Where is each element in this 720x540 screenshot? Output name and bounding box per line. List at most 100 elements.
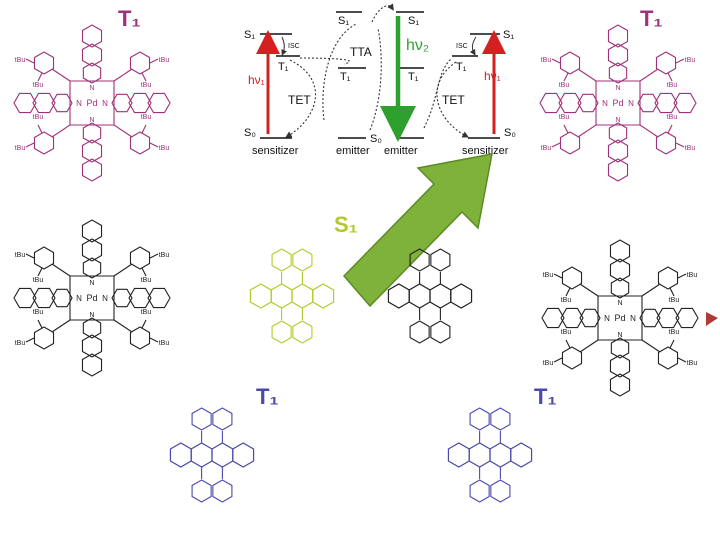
tetracene-ring xyxy=(312,283,335,309)
tbu-bond xyxy=(563,72,569,82)
meso-bond xyxy=(579,339,599,353)
tbu-label: tBu xyxy=(33,277,44,284)
benzo-ring xyxy=(673,92,697,114)
phenyl-ring xyxy=(271,320,292,344)
aryl-ring xyxy=(129,326,151,350)
rubrene-triplet-right-title: T₁ xyxy=(534,384,557,409)
quinoxaline-ring xyxy=(560,307,584,329)
right-isc-arrow xyxy=(469,36,477,56)
energy-diagram xyxy=(260,11,500,139)
tetracene-ring xyxy=(387,283,410,309)
tbu-label: tBu xyxy=(15,145,26,152)
pyrrole-ring xyxy=(637,93,659,113)
meso-bond xyxy=(113,263,133,277)
rubrene-triplet-left xyxy=(169,407,255,503)
tbu-label: tBu xyxy=(159,340,170,347)
tbu-label: tBu xyxy=(33,82,44,89)
phenyl-ring xyxy=(430,248,451,272)
meso-bond xyxy=(639,68,659,82)
right-tta-curve xyxy=(423,57,453,129)
meso-bond xyxy=(113,68,133,82)
tbu-bond xyxy=(667,124,673,134)
meso-bond xyxy=(51,68,71,82)
nitrogen-label: N xyxy=(89,280,94,287)
tetracene-ring xyxy=(447,442,470,468)
rubrene-singlet xyxy=(249,248,335,344)
meso-bond xyxy=(51,263,71,277)
tbu-label: tBu xyxy=(141,114,152,121)
quinoxaline-ring xyxy=(81,43,103,67)
phenyl-ring xyxy=(490,479,511,503)
pyrrole-ring xyxy=(579,308,601,328)
tbu-label: tBu xyxy=(561,297,572,304)
quinoxaline-ring xyxy=(609,354,631,378)
left-sensitizer-s1-label: S₁ xyxy=(244,29,255,41)
benzo-ring xyxy=(147,92,171,114)
tbu-bond xyxy=(37,72,43,82)
aryl-ring xyxy=(129,246,151,270)
phenyl-ring xyxy=(469,407,490,431)
phenyl-ring xyxy=(292,248,313,272)
pyrrole-ring xyxy=(51,288,73,308)
tetracene-ring xyxy=(468,442,491,468)
left-emitter-t1-label: T₁ xyxy=(340,71,351,83)
tbu-label: tBu xyxy=(541,145,552,152)
quinoxaline-ring xyxy=(81,139,103,163)
side-marker xyxy=(706,312,718,326)
pyrrole-ring xyxy=(608,122,628,144)
aryl-ring xyxy=(561,266,583,290)
tbu-bond xyxy=(149,337,159,343)
left-isc-label: ISC xyxy=(288,43,300,50)
benzo-ring xyxy=(609,373,631,397)
tbu-bond xyxy=(675,142,685,148)
tta-label: TTA xyxy=(350,45,372,59)
pyrrole-ring xyxy=(577,93,599,113)
phenyl-ring xyxy=(409,320,430,344)
tet-left-curve xyxy=(285,59,317,138)
benzo-ring xyxy=(607,24,629,48)
tbu-label: tBu xyxy=(559,82,570,89)
aryl-ring xyxy=(657,266,679,290)
aryl-ring xyxy=(657,346,679,370)
tbu-bond xyxy=(149,58,159,64)
tetracene-ring xyxy=(489,442,512,468)
benzo-ring xyxy=(13,92,37,114)
tbu-bond xyxy=(677,357,687,363)
right-emitter-s1-label: S₁ xyxy=(408,15,419,27)
benzo-ring xyxy=(675,307,699,329)
nitrogen-label: N xyxy=(628,99,634,108)
nitrogen-label: N xyxy=(89,117,94,124)
tbu-label: tBu xyxy=(159,145,170,152)
quinoxaline-ring xyxy=(32,287,56,309)
pyrrole-ring xyxy=(111,93,133,113)
right-sensitizer-name: sensitizer xyxy=(462,145,509,157)
tbu-label: tBu xyxy=(669,297,680,304)
pyrrole-ring xyxy=(82,122,102,144)
tbu-bond xyxy=(25,142,35,148)
tbu-label: tBu xyxy=(159,252,170,259)
tet-left-label: TET xyxy=(288,93,311,107)
nitrogen-label: N xyxy=(602,99,608,108)
meso-bond xyxy=(579,283,599,297)
tetracene-ring xyxy=(429,283,452,309)
meso-bond xyxy=(577,68,597,82)
phenyl-ring xyxy=(409,248,430,272)
meso-bond xyxy=(641,339,661,353)
phenyl-ring xyxy=(271,248,292,272)
quinoxaline-ring xyxy=(558,92,582,114)
tbu-label: tBu xyxy=(33,309,44,316)
right-emitter-t1-label: T₁ xyxy=(408,71,419,83)
left-sensitizer-t1-label: T₁ xyxy=(278,61,289,73)
aryl-ring xyxy=(33,326,55,350)
pyrrole-ring xyxy=(608,62,628,84)
big-transfer-arrow xyxy=(342,153,493,308)
tbu-bond xyxy=(141,267,147,277)
phenyl-ring xyxy=(212,407,233,431)
tetracene-ring xyxy=(211,442,234,468)
tet-right-label: TET xyxy=(442,93,465,107)
rubrene-singlet-title: S₁ xyxy=(334,212,358,237)
tta-top-arc xyxy=(371,3,394,23)
pd-top-left-title: T₁ xyxy=(118,6,141,31)
tbu-label: tBu xyxy=(667,114,678,121)
tbu-label: tBu xyxy=(159,57,170,64)
